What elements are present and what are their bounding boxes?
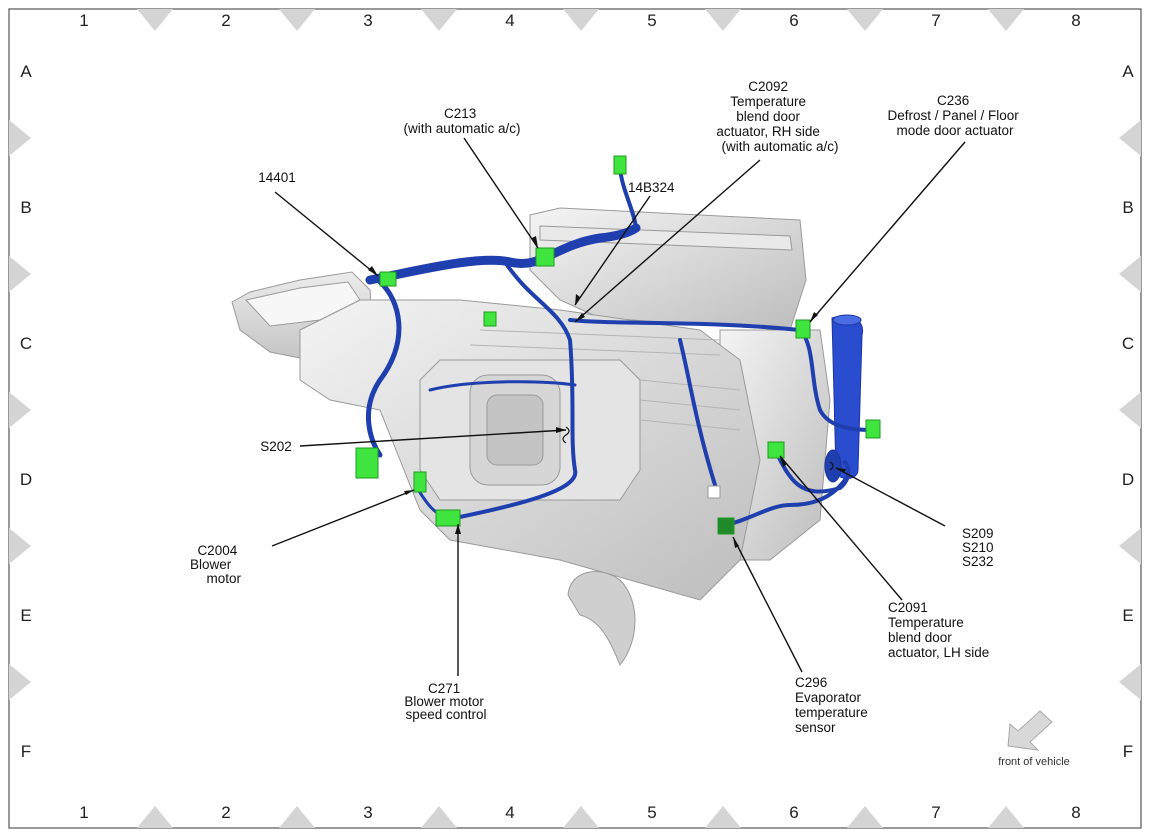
callout-14401: 14401	[258, 170, 296, 185]
grid-border-triangle	[847, 806, 883, 828]
grid-border-triangle	[9, 120, 31, 156]
grid-border-triangle	[1119, 256, 1141, 292]
grid-row-label: D	[20, 470, 32, 489]
connector-c2091	[767, 441, 785, 459]
grid-col-label: 3	[363, 11, 372, 30]
front-of-vehicle-label: front of vehicle	[998, 756, 1070, 768]
grid-border-triangle	[279, 9, 315, 31]
grid-border-triangle	[1119, 120, 1141, 156]
arrow-down-left-icon	[1007, 710, 1053, 751]
grid-col-label: 5	[647, 803, 656, 822]
grid-row-label: E	[1122, 606, 1133, 625]
grid-border-triangle	[9, 256, 31, 292]
grid-border-triangle	[421, 9, 457, 31]
connector-14b324	[613, 155, 627, 175]
callout-s209-s210-s232: S209 S210 S232	[962, 526, 997, 569]
grid-border-triangle	[421, 806, 457, 828]
grid-column-labels-bottom: 1 2 3 4 5 6 7 8	[79, 803, 1080, 822]
connector-generic	[483, 311, 497, 327]
connector-c271	[435, 509, 461, 527]
grid-col-label: 7	[931, 803, 940, 822]
grid-border-triangle	[1119, 392, 1141, 428]
grid-border-triangle	[705, 806, 741, 828]
connector-14401	[379, 271, 397, 287]
hvac-housing-illustration	[231, 207, 864, 666]
leader-arrowheads	[368, 236, 846, 548]
callout-c2004: C2004 Blower motor	[190, 543, 242, 586]
grid-col-label: 1	[79, 11, 88, 30]
grid-row-label: F	[21, 742, 31, 761]
connector-side	[865, 419, 881, 439]
connector-c2004-small	[413, 471, 427, 493]
grid-row-labels-right: A B C D E F	[1122, 62, 1134, 761]
grid-border-triangle	[137, 9, 173, 31]
grid-row-labels-left: A B C D E F	[20, 62, 32, 761]
grid-col-label: 4	[505, 11, 514, 30]
grid-col-label: 6	[789, 803, 798, 822]
connector-c213	[535, 247, 555, 267]
connector-white	[707, 485, 721, 499]
grid-row-label: D	[1122, 470, 1134, 489]
callout-s202: S202	[260, 439, 292, 454]
leader-lines	[271, 137, 966, 676]
grid-row-label: A	[20, 62, 32, 81]
callout-c213: C213 (with automatic a/c)	[403, 106, 520, 136]
grid-border-triangle	[705, 9, 741, 31]
grid-col-label: 3	[363, 803, 372, 822]
callout-c296: C296 Evaporator temperature sensor	[795, 675, 872, 735]
grid-col-label: 2	[221, 803, 230, 822]
callout-c271: C271 Blower motor speed control	[404, 681, 487, 722]
grid-row-label: A	[1122, 62, 1134, 81]
grid-row-label: C	[1122, 334, 1134, 353]
grid-border-triangle	[9, 392, 31, 428]
grid-border-marks	[9, 9, 1141, 828]
grid-border-triangle	[847, 9, 883, 31]
grid-col-label: 8	[1071, 803, 1080, 822]
callout-c2091: C2091 Temperature blend door actuator, L…	[888, 600, 989, 660]
grid-row-label: B	[1122, 198, 1133, 217]
callout-c2092: C2092 Temperature blend door actuator, R…	[716, 79, 838, 154]
grid-col-label: 2	[221, 11, 230, 30]
grid-row-label: E	[20, 606, 31, 625]
grid-column-labels-top: 1 2 3 4 5 6 7 8	[79, 11, 1080, 30]
grid-border-triangle	[988, 9, 1024, 31]
grid-col-label: 7	[931, 11, 940, 30]
callout-14b324: 14B324	[628, 180, 675, 195]
grid-col-label: 5	[647, 11, 656, 30]
grid-border-triangle	[9, 528, 31, 564]
callout-c236: C236 Defrost / Panel / Floor mode door a…	[887, 93, 1022, 138]
connector-c296	[717, 517, 735, 535]
connector-c236	[795, 319, 811, 339]
front-of-vehicle-indicator: front of vehicle	[998, 710, 1070, 768]
grid-border-triangle	[1119, 528, 1141, 564]
grid-row-label: C	[20, 334, 32, 353]
grid-col-label: 8	[1071, 11, 1080, 30]
grid-row-label: F	[1123, 742, 1133, 761]
grid-border-triangle	[1119, 664, 1141, 700]
grid-col-label: 4	[505, 803, 514, 822]
grid-col-label: 1	[79, 803, 88, 822]
grid-border-triangle	[563, 9, 599, 31]
grid-border-triangle	[279, 806, 315, 828]
grid-border-triangle	[988, 806, 1024, 828]
grid-border-triangle	[137, 806, 173, 828]
grid-row-label: B	[20, 198, 31, 217]
splice-markers	[562, 426, 834, 471]
connectors	[355, 155, 881, 535]
grid-border-triangle	[9, 664, 31, 700]
grid-border-triangle	[563, 806, 599, 828]
connector-c2004	[355, 447, 379, 479]
grid-col-label: 6	[789, 11, 798, 30]
